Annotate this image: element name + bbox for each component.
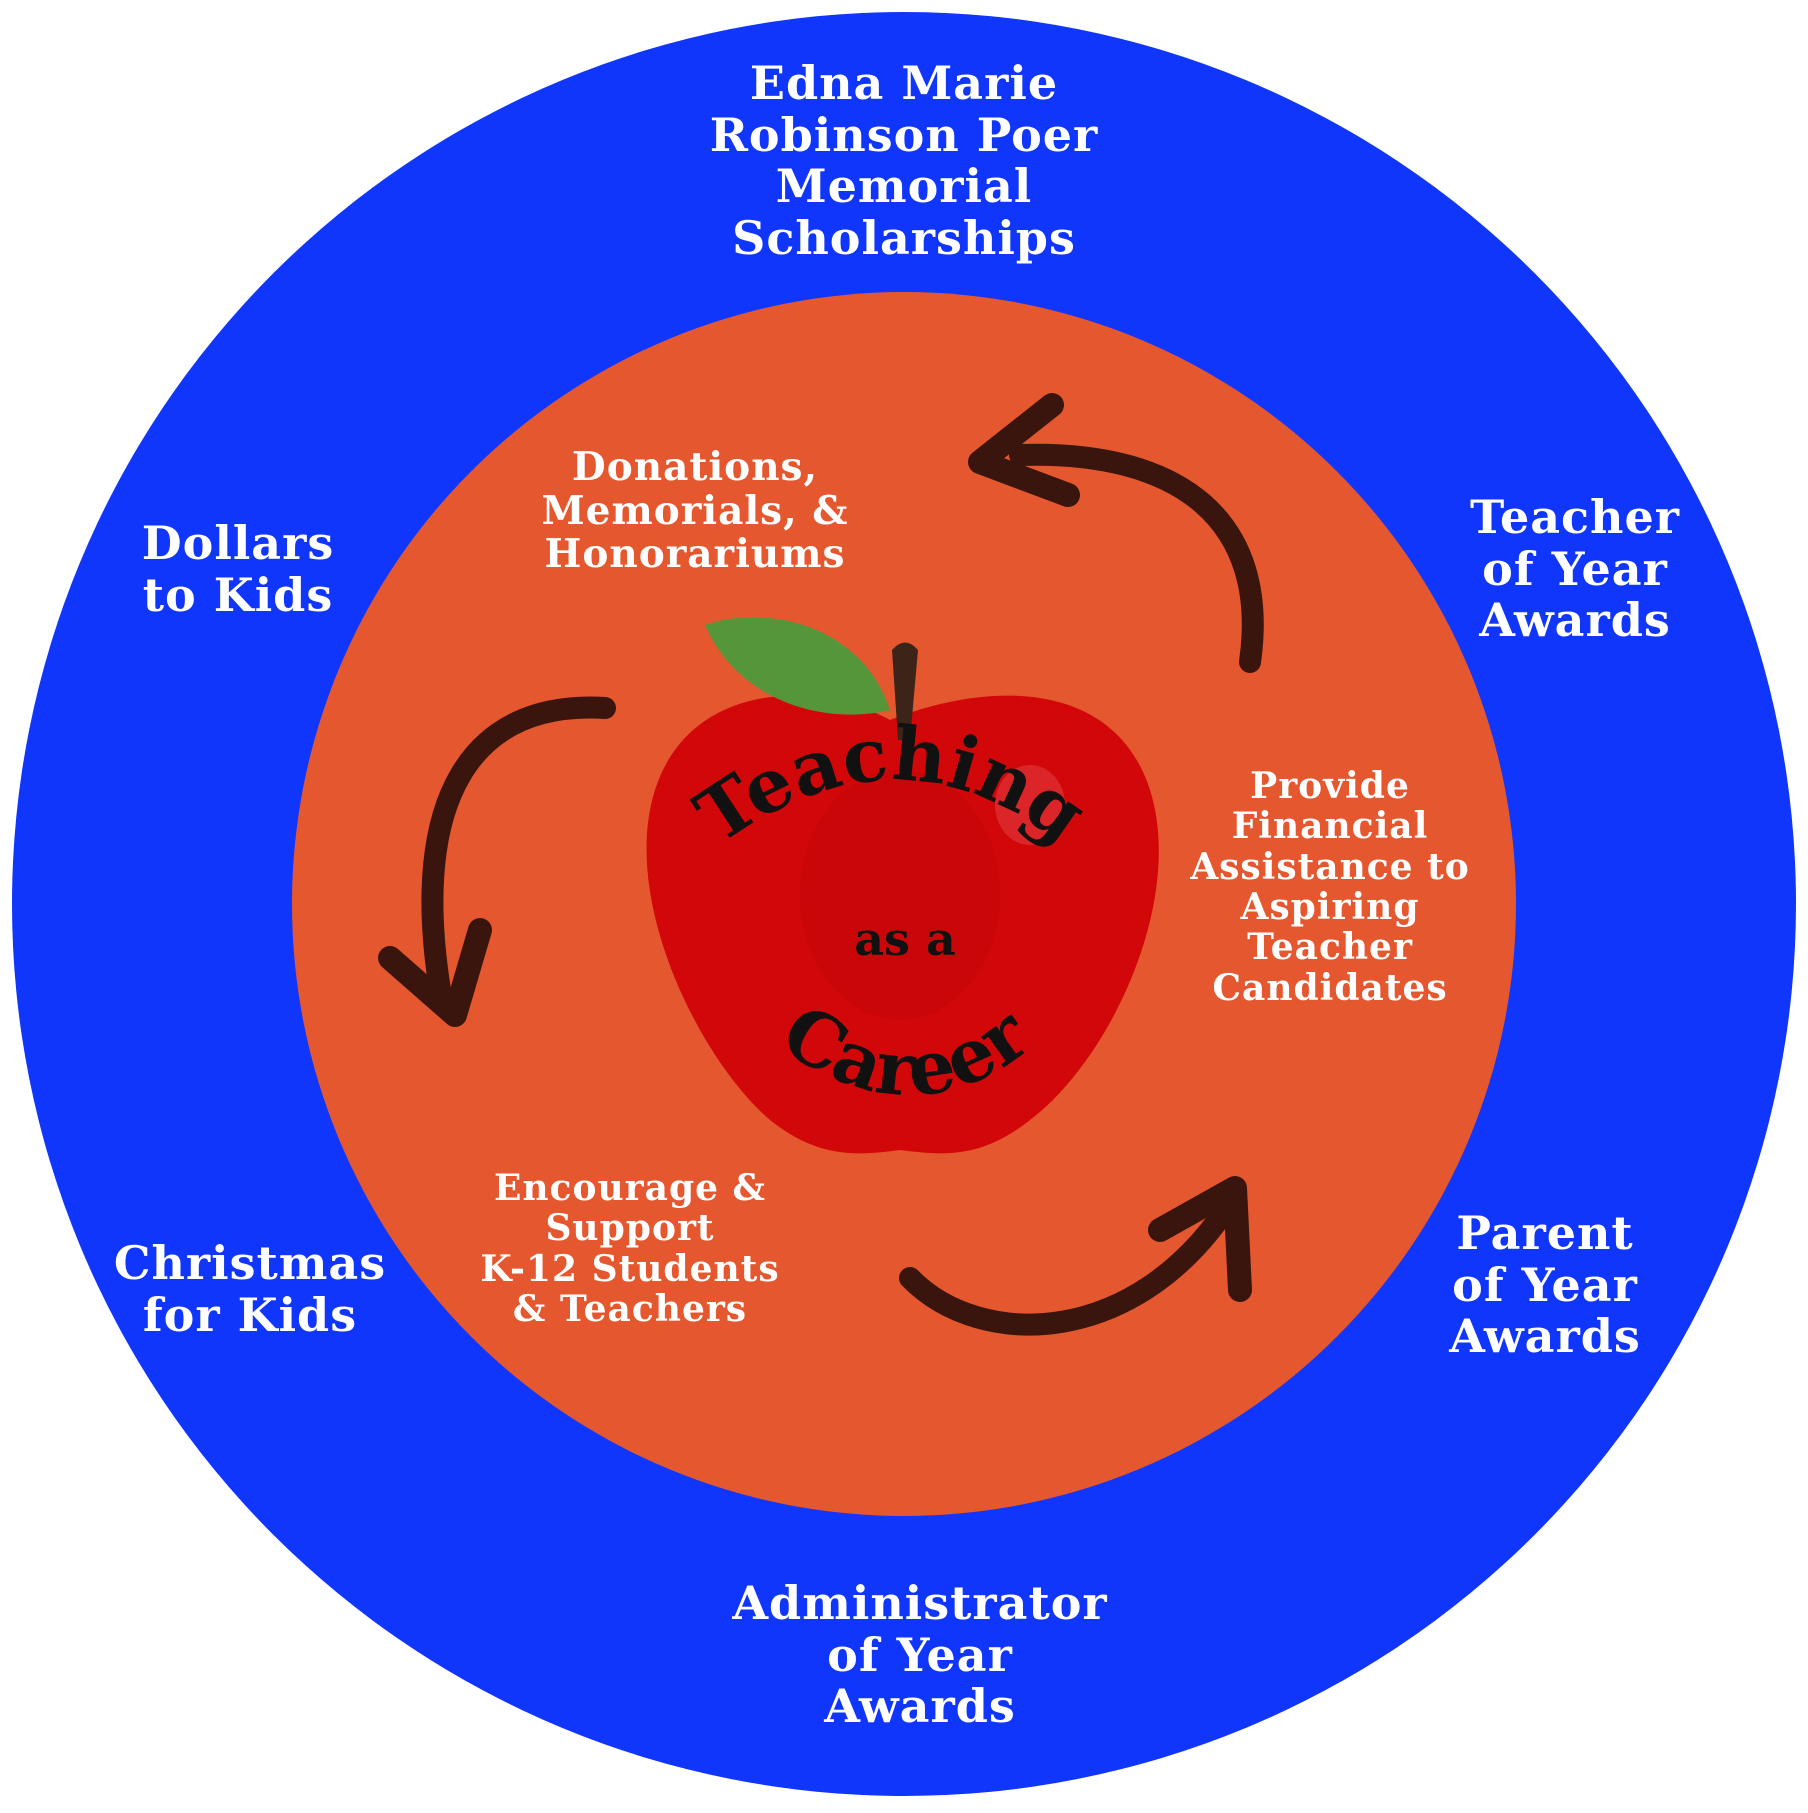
apple-stem xyxy=(892,642,918,740)
cycle-arrow-icon xyxy=(378,393,1264,1336)
outer-label-lower-left: Christmas for Kids xyxy=(113,1236,387,1342)
outer-label-upper-right: Teacher of Year Awards xyxy=(1470,490,1680,648)
leaf-icon xyxy=(705,617,890,715)
inner-label-top: Donations, Memorials, & Honorariums xyxy=(541,444,849,578)
inner-label-bottom-left: Encourage & Support K-12 Students & Teac… xyxy=(480,1167,780,1330)
outer-label-bottom: Administrator of Year Awards xyxy=(732,1576,1108,1734)
outer-label-upper-left: Dollars to Kids xyxy=(141,516,335,622)
inner-label-right: Provide Financial Assistance to Aspiring… xyxy=(1190,765,1470,1009)
outer-label-top: Edna Marie Robinson Poer Memorial Schola… xyxy=(709,56,1099,265)
outer-label-lower-right: Parent of Year Awards xyxy=(1449,1206,1641,1364)
apple-text-middle: as a xyxy=(854,912,956,966)
apple-icon xyxy=(646,695,1159,1154)
